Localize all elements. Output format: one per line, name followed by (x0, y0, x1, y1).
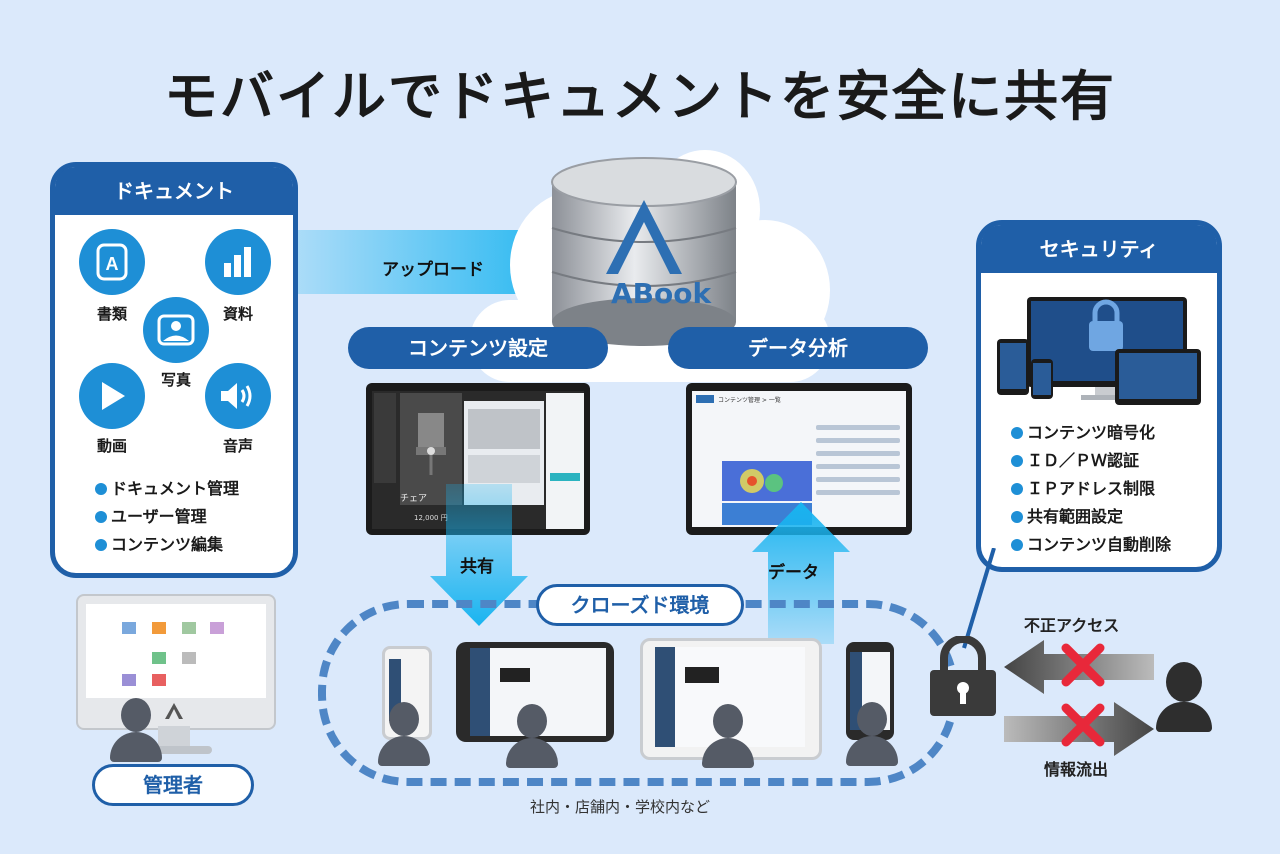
speaker-icon (205, 363, 271, 429)
bar-chart-icon (205, 229, 271, 295)
upload-label: アップロード (382, 260, 484, 280)
heatmap-thumbnail (722, 461, 812, 501)
data-arrow (752, 502, 850, 644)
abook-logo-text: ABook (611, 277, 712, 310)
blocked-x-icon (1061, 643, 1105, 687)
product-price: 12,000 円 (414, 514, 448, 522)
document-feature-item: ユーザー管理 (95, 503, 239, 531)
document-feature-list: ドキュメント管理 ユーザー管理 コンテンツ編集 (95, 475, 239, 559)
external-user-icon (1156, 662, 1212, 732)
closed-environment-caption: 社内・店舗内・学校内など (530, 798, 711, 816)
lock-icon (930, 636, 996, 716)
icon-label-materials: 資料 (222, 305, 253, 323)
user-icon (506, 704, 558, 768)
play-icon (79, 363, 145, 429)
security-panel-heading: セキュリティ (981, 225, 1217, 273)
security-connector (962, 548, 996, 649)
security-feature-item: コンテンツ暗号化 (1011, 419, 1171, 447)
security-feature-item: 共有範囲設定 (1011, 503, 1171, 531)
icon-label-audio: 音声 (222, 437, 253, 455)
security-feature-list: コンテンツ暗号化 ＩＤ／ＰＷ認証 ＩＰアドレス制限 共有範囲設定 コンテンツ自動… (1011, 419, 1171, 559)
user-icon (378, 702, 430, 766)
breadcrumb: コンテンツ管理 > 一覧 (718, 397, 781, 404)
tablet-device (456, 642, 614, 742)
data-label: データ (768, 563, 819, 583)
app-logo-icon (696, 395, 714, 403)
unauthorized-access-label: 不正アクセス (1024, 616, 1120, 635)
monitor-stand (158, 726, 190, 748)
icon-label-documents: 書類 (96, 305, 127, 323)
document-panel: ドキュメント A 書類 資料 写真 動画 音声 ドキュメント管理 ユーザー管理 … (50, 162, 298, 578)
svg-text:A: A (106, 254, 119, 274)
share-arrow (430, 484, 528, 626)
abook-logo-icon (165, 703, 183, 719)
database-icon (551, 157, 737, 346)
icon-label-videos: 動画 (96, 437, 127, 455)
closed-environment-label: クローズド環境 (536, 584, 744, 626)
security-feature-item: ＩＤ／ＰＷ認証 (1011, 447, 1171, 475)
multi-device-security-image (997, 297, 1201, 405)
document-feature-item: ドキュメント管理 (95, 475, 239, 503)
admin-monitor (76, 594, 276, 730)
blocked-x-icon (1061, 703, 1105, 747)
admin-label: 管理者 (92, 764, 254, 806)
document-panel-heading: ドキュメント (55, 167, 293, 215)
security-feature-item: コンテンツ自動削除 (1011, 531, 1171, 559)
document-feature-item: コンテンツ編集 (95, 531, 239, 559)
page-title: モバイルでドキュメントを安全に共有 (164, 65, 1116, 128)
monitor-base (136, 746, 212, 754)
share-label: 共有 (460, 557, 494, 577)
user-icon (846, 702, 898, 766)
info-leak-label: 情報流出 (1044, 760, 1109, 779)
security-panel: セキュリティ コンテンツ暗号化 ＩＤ／ＰＷ認証 ＩＰアドレス制限 共有範囲設定 … (976, 220, 1222, 572)
product-name: チェア (400, 494, 428, 504)
photo-icon (143, 297, 209, 363)
content-settings-label: コンテンツ設定 (348, 327, 608, 369)
admin-user-icon (110, 698, 162, 762)
data-analysis-label: データ分析 (668, 327, 928, 369)
security-feature-item: ＩＰアドレス制限 (1011, 475, 1171, 503)
icon-label-photos: 写真 (160, 371, 191, 389)
user-icon (702, 704, 754, 768)
document-a-icon: A (79, 229, 145, 295)
